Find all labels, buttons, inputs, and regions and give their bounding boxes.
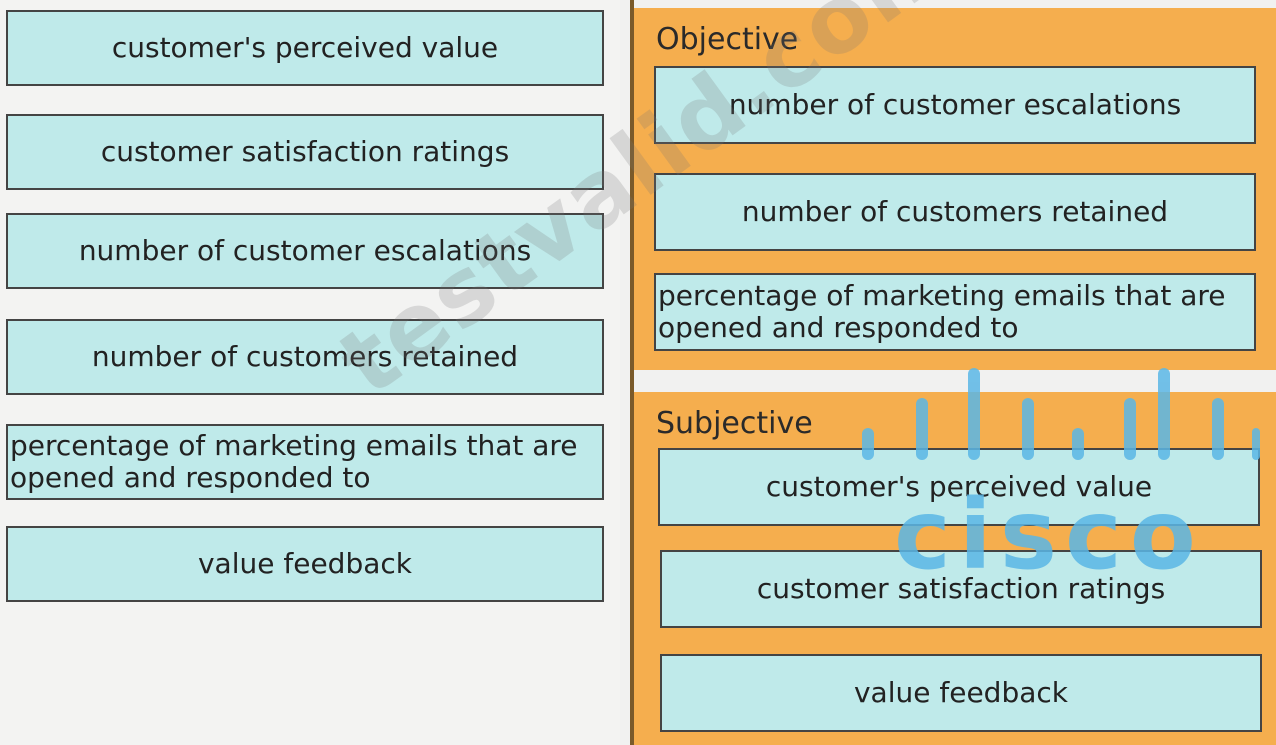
objective-panel[interactable]: Objective number of customer escalations… bbox=[634, 8, 1276, 370]
source-item-escalations[interactable]: number of customer escalations bbox=[6, 213, 604, 289]
subjective-item-satisfaction-ratings[interactable]: customer satisfaction ratings bbox=[660, 550, 1262, 628]
source-item-value-feedback[interactable]: value feedback bbox=[6, 526, 604, 602]
column-divider bbox=[630, 0, 634, 745]
subjective-item-perceived-value[interactable]: customer's perceived value bbox=[658, 448, 1260, 526]
source-item-perceived-value[interactable]: customer's perceived value bbox=[6, 10, 604, 86]
source-item-marketing-emails[interactable]: percentage of marketing emails that are … bbox=[6, 424, 604, 500]
objective-item-marketing-emails[interactable]: percentage of marketing emails that are … bbox=[654, 273, 1256, 351]
objective-item-escalations[interactable]: number of customer escalations bbox=[654, 66, 1256, 144]
subjective-item-value-feedback[interactable]: value feedback bbox=[660, 654, 1262, 732]
subjective-panel[interactable]: Subjective customer's perceived value cu… bbox=[634, 392, 1276, 745]
objective-item-customers-retained[interactable]: number of customers retained bbox=[654, 173, 1256, 251]
source-item-satisfaction-ratings[interactable]: customer satisfaction ratings bbox=[6, 114, 604, 190]
objective-title: Objective bbox=[656, 22, 799, 57]
source-items-area: customer's perceived value customer sati… bbox=[0, 0, 620, 745]
subjective-title: Subjective bbox=[656, 406, 813, 441]
source-item-customers-retained[interactable]: number of customers retained bbox=[6, 319, 604, 395]
